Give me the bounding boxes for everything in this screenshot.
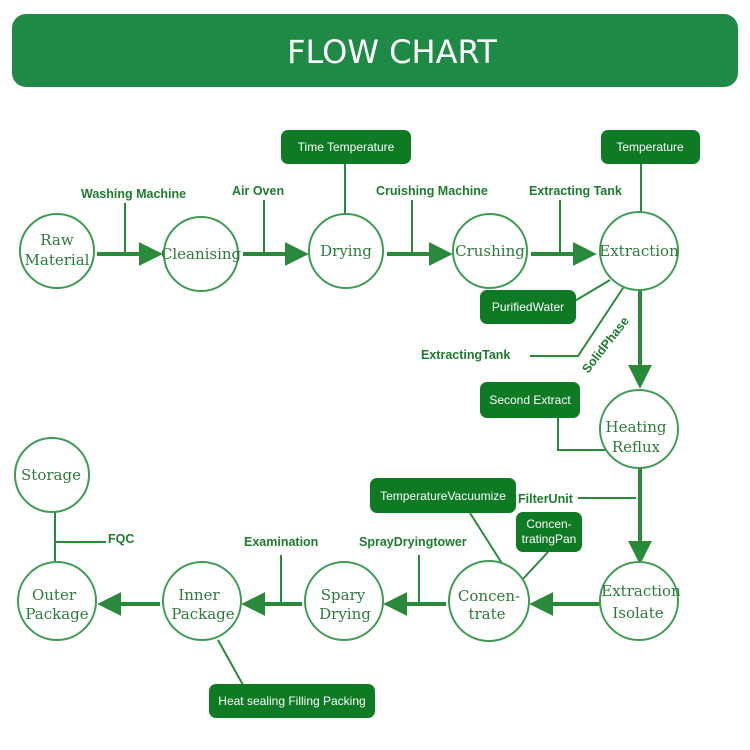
node-inner-package-label-2: Package [171,605,234,623]
box-temperature-bg [601,130,700,164]
node-storage-circle [14,437,90,513]
box-purified-water: PurifiedWater [492,300,564,314]
node-spary-drying-label-1: Spary [321,586,366,604]
tool-solid-phase: SolidPhase [579,314,632,376]
node-drying-label: Drying [320,242,372,260]
box-temperature-vacuumize: TemperatureVacuumize [380,489,506,503]
node-inner-package-label-1: Inner [178,586,220,604]
tool-fqc: FQC [108,532,134,546]
box-time-temperature: Time Temperature [298,140,395,154]
box-time-temperature-bg [281,130,411,164]
node-extraction-circle [599,211,679,291]
tool-washing-machine: Washing Machine [81,187,186,201]
tool-filter-unit: FilterUnit [518,492,574,506]
info-boxes: Time Temperature Temperature PurifiedWat… [209,130,700,718]
tool-spray-drying-tower: SprayDryingtower [359,535,467,549]
node-heating-label-1: Heating [606,418,667,436]
node-outer-package-label-2: Package [25,605,88,623]
node-spary-drying-circle [304,561,384,641]
node-crushing-label: Crushing [455,242,525,260]
node-spary-drying-label-2: Drying [319,605,371,623]
node-inner-package-circle [162,561,242,641]
box-heat-sealing: Heat sealing Filling Packing [218,694,365,708]
box-temperature: Temperature [616,140,684,154]
box-concentrating-pan-2: tratingPan [522,532,577,546]
tool-examination: Examination [244,535,318,549]
banner-background [12,14,738,87]
node-outer-package-circle [17,561,97,641]
box-heat-sealing-bg [209,684,375,718]
node-heating-reflux-circle [599,389,679,469]
node-cleansing-label: Cleanising [161,245,242,263]
node-isolate-label-2: Isolate [612,604,663,622]
node-concentrate-label-1: Concen- [458,587,520,605]
node-raw-material-label-2: Material [25,251,90,269]
banner-title: FLOW CHART [287,33,497,71]
node-crushing-circle [452,213,528,289]
box-purified-water-bg [480,290,576,324]
node-storage-label: Storage [21,466,81,484]
node-cleansing-circle [163,216,239,292]
process-nodes [14,211,679,642]
tool-extracting-tank-2: ExtractingTank [421,348,510,362]
node-drying-circle [308,213,384,289]
tool-cruishing-machine: Cruishing Machine [376,184,488,198]
box-second-extract-bg [480,382,580,418]
flow-chart-banner: FLOW CHART [12,14,738,87]
node-raw-material-circle [19,213,95,289]
box-second-extract: Second Extract [489,393,571,407]
node-heating-label-2: Reflux [612,438,661,456]
box-concentrating-pan-1: Concen- [526,517,571,531]
node-raw-material-label-1: Raw [40,231,74,249]
node-outer-package-label-1: Outer [32,586,77,604]
annotation-lines [54,164,642,686]
box-temperature-vacuumize-bg [370,478,516,513]
flow-connectors [97,242,652,616]
node-extraction-label: Extraction [599,242,679,260]
tool-extracting-tank: Extracting Tank [529,184,622,198]
node-isolate-label-1: Extraction [601,582,681,600]
node-extraction-isolate-circle [599,561,679,641]
tool-air-oven: Air Oven [232,184,284,198]
node-concentrate-label-2: trate [468,605,505,623]
node-concentrate-circle [448,560,530,642]
box-concentrating-pan-bg [516,512,582,552]
node-labels: Raw Material Cleanising Drying Crushing … [21,231,681,623]
